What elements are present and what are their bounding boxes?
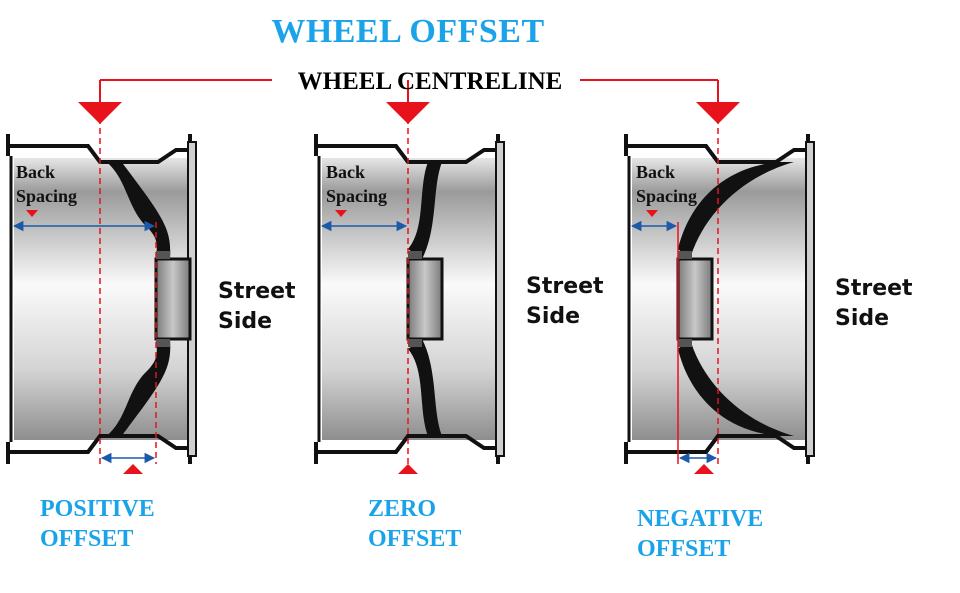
offset-type-label-line2: OFFSET <box>40 526 133 552</box>
centreline-marker <box>386 102 430 124</box>
back-spacing-label-line2: Spacing <box>326 186 387 206</box>
centreline-marker <box>696 102 740 124</box>
centreline-bracket <box>99 79 719 102</box>
wheels-group: BackSpacingStreetSidePOSITIVEOFFSETBackS… <box>6 102 913 562</box>
street-side-label-line2: Side <box>218 309 272 334</box>
back-spacing-label-line1: Back <box>326 162 365 182</box>
street-side-label-line1: Street <box>218 279 296 304</box>
offset-marker <box>123 464 143 474</box>
offset-type-label-line2: OFFSET <box>637 536 730 562</box>
back-spacing-label-line1: Back <box>636 162 675 182</box>
offset-marker <box>398 464 418 474</box>
offset-type-label-line1: NEGATIVE <box>637 506 763 532</box>
hub <box>406 257 444 341</box>
offset-marker <box>694 464 714 474</box>
hub-bolt <box>156 339 170 347</box>
offset-type-label-line2: OFFSET <box>368 526 461 552</box>
wheel-disc <box>104 160 171 438</box>
back-spacing-label-line2: Spacing <box>636 186 697 206</box>
offset-type-label-line1: ZERO <box>368 496 436 522</box>
wheel-disc <box>408 162 442 436</box>
back-spacing-marker <box>26 210 38 217</box>
centreline-marker <box>78 102 122 124</box>
hub-bolt <box>156 251 170 259</box>
hub-bolt <box>408 251 422 259</box>
offset-type-label-line1: POSITIVE <box>40 496 155 522</box>
hub-bolt <box>678 339 692 347</box>
back-spacing-marker <box>646 210 658 217</box>
wheel-disc <box>678 162 794 436</box>
street-side-label-line2: Side <box>526 304 580 329</box>
back-spacing-label-line2: Spacing <box>16 186 77 206</box>
hub <box>154 257 192 341</box>
back-spacing-marker <box>335 210 347 217</box>
hub-bolt <box>408 339 422 347</box>
street-side-label-line2: Side <box>835 306 889 331</box>
street-side-label-line1: Street <box>526 274 604 299</box>
hub <box>676 257 714 341</box>
centreline-label: WHEEL CENTRELINE <box>298 68 563 95</box>
back-spacing-label-line1: Back <box>16 162 55 182</box>
street-side-label-line1: Street <box>835 276 913 301</box>
page-title: WHEEL OFFSET <box>271 13 544 50</box>
hub-bolt <box>678 251 692 259</box>
